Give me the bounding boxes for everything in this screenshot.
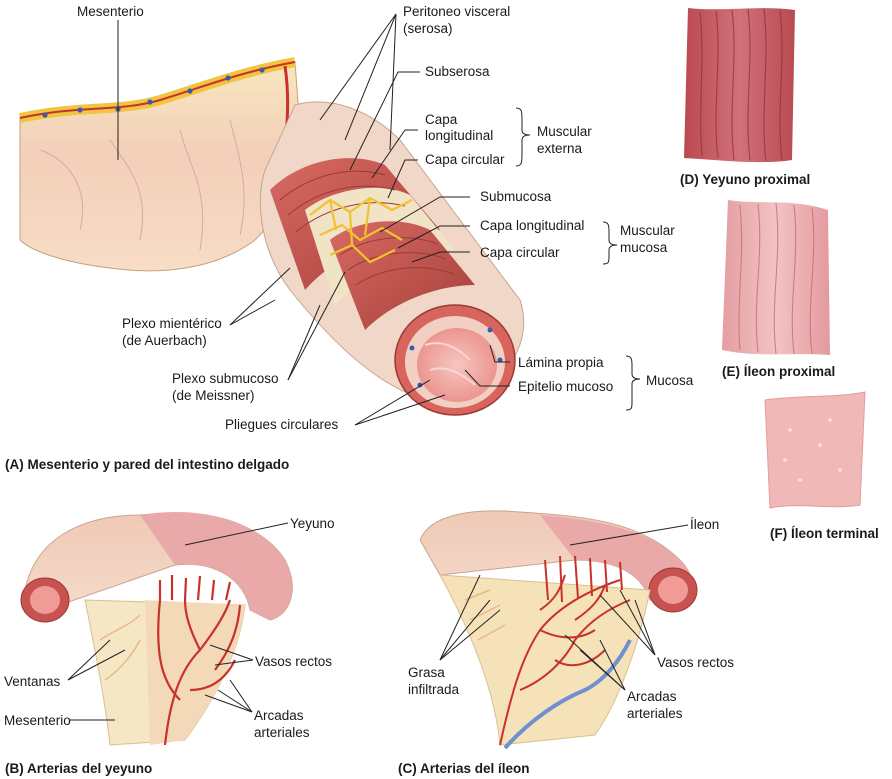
label-muscular-mucosa-1: Muscular: [620, 223, 675, 238]
label-grasa-1: Grasa: [408, 665, 445, 680]
label-muscular-externa-2: externa: [537, 141, 583, 156]
label-pliegues: Pliegues circulares: [225, 417, 339, 432]
label-plexo-submucoso-1: Plexo submucoso: [172, 371, 279, 386]
label-peritoneo: Peritoneo visceral: [403, 4, 511, 19]
panel-e-mucosa: [722, 200, 830, 355]
label-mesenterio-a: Mesenterio: [77, 4, 144, 19]
label-arcadas-b-2: arteriales: [254, 725, 310, 740]
label-lamina-propia: Lámina propia: [518, 355, 604, 370]
label-capa-long-mm: Capa longitudinal: [480, 218, 585, 233]
label-ileon: Íleon: [690, 517, 720, 532]
caption-panel-e: (E) Íleon proximal: [722, 364, 836, 379]
label-capa-circular-ext: Capa circular: [425, 152, 505, 167]
label-arcadas-c-1: Arcadas: [627, 689, 677, 704]
mesentery-sheet: [19, 61, 301, 272]
caption-panel-a: (A) Mesenterio y pared del intestino del…: [5, 457, 290, 472]
label-ventanas: Ventanas: [4, 674, 61, 689]
ileum-vein: [503, 639, 632, 750]
label-subserosa: Subserosa: [425, 64, 490, 79]
label-capa-long-1: Capa: [425, 112, 458, 127]
label-mesenterio-b: Mesenterio: [4, 713, 71, 728]
caption-panel-c: (C) Arterias del íleon: [398, 761, 530, 776]
label-serosa: (serosa): [403, 21, 453, 36]
caption-panel-d: (D) Yeyuno proximal: [680, 172, 811, 187]
label-vasos-rectos-b: Vasos rectos: [255, 654, 333, 669]
label-plexo-submucoso-2: (de Meissner): [172, 388, 255, 403]
label-epitelio: Epitelio mucoso: [518, 379, 614, 394]
panel-b-drawing: [20, 512, 293, 746]
caption-panel-b: (B) Arterias del yeyuno: [5, 761, 153, 776]
label-capa-circ-mm: Capa circular: [480, 245, 560, 260]
label-yeyuno: Yeyuno: [290, 516, 335, 531]
label-plexo-mienterico-2: (de Auerbach): [122, 333, 207, 348]
label-muscular-mucosa-2: mucosa: [620, 240, 668, 255]
nerve-plexus: [309, 196, 413, 264]
label-arcadas-c-2: arteriales: [627, 706, 683, 721]
jejunum-arteries: [157, 575, 242, 746]
label-mucosa: Mucosa: [646, 373, 694, 388]
caption-panel-f: (F) Íleon terminal: [770, 526, 879, 541]
panel-c-drawing: [419, 510, 698, 750]
label-capa-long-2: longitudinal: [425, 128, 494, 143]
panel-d-mucosa: [684, 8, 795, 163]
label-arcadas-b-1: Arcadas: [254, 708, 304, 723]
label-plexo-mienterico-1: Plexo mientérico: [122, 316, 222, 331]
label-vasos-rectos-c: Vasos rectos: [657, 655, 735, 670]
panel-a-drawing: [18, 13, 641, 426]
label-muscular-externa-1: Muscular: [537, 124, 592, 139]
panel-f-mucosa: [764, 391, 866, 509]
label-grasa-2: infiltrada: [408, 682, 460, 697]
label-submucosa: Submucosa: [480, 189, 552, 204]
